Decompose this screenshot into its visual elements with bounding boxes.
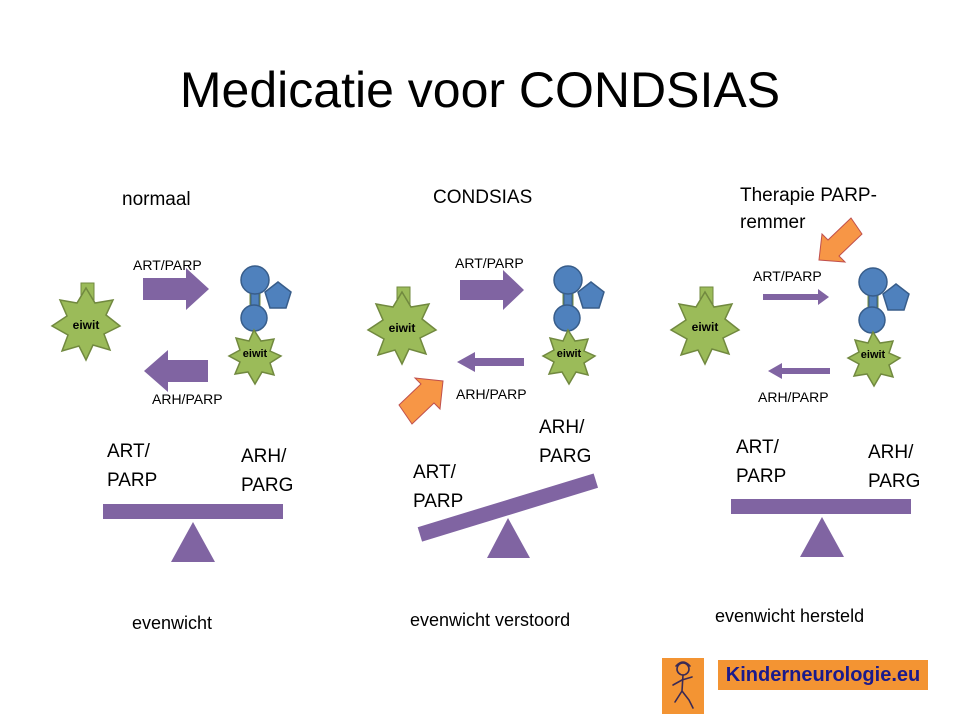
- protein-label-right: eiwit: [556, 348, 582, 360]
- balance-right-label: ARH/ PARG: [868, 438, 920, 496]
- balance-right-line-2: PARG: [539, 446, 592, 467]
- protein-right-star: [541, 328, 597, 386]
- molecule-icon: [858, 267, 910, 334]
- balance-right-line-1: ARH/: [241, 446, 287, 467]
- balance-left-line-2: PARP: [413, 491, 464, 512]
- balance-beam: [103, 504, 283, 519]
- protein-left-star: [669, 290, 741, 366]
- balance-beam: [417, 473, 599, 542]
- panel-2-diagram: [366, 265, 605, 558]
- balance-left-label: ART/ PARP: [736, 433, 786, 491]
- panel-2-caption: evenwicht verstoord: [410, 610, 571, 630]
- logo-icon-box: [662, 658, 704, 714]
- balance-left-line-1: ART/: [413, 462, 456, 483]
- balance-right-line-2: PARG: [868, 471, 921, 492]
- molecule-icon: [553, 265, 605, 332]
- art-parp-arrow: [763, 289, 829, 305]
- arh-parp-arrow: [144, 350, 208, 392]
- balance-right-label: ARH/ PARG: [539, 413, 591, 471]
- art-parp-arrow: [143, 268, 209, 310]
- protein-label-right: eiwit: [860, 349, 886, 361]
- arh-parp-arrow: [457, 352, 524, 372]
- balance-left-line-1: ART/: [736, 437, 779, 458]
- protein-left-star: [366, 290, 438, 366]
- panel-1-diagram: [50, 265, 292, 562]
- balance-right-line-1: ARH/: [539, 417, 585, 438]
- art-parp-label: ART/PARP: [133, 257, 202, 273]
- molecule-icon: [240, 265, 292, 332]
- balance-right-line-1: ARH/: [868, 442, 914, 463]
- protein-label-left: eiwit: [388, 321, 416, 335]
- inhibitor-arrow: [398, 377, 444, 425]
- slide-title: Medicatie voor CONDSIAS: [179, 62, 781, 118]
- panel-1-caption: evenwicht: [132, 613, 213, 633]
- balance-left-line-1: ART/: [107, 441, 150, 462]
- balance-fulcrum: [487, 518, 530, 558]
- art-parp-label: ART/PARP: [455, 255, 524, 271]
- logo-text: Kinderneurologie.eu: [718, 660, 928, 690]
- panel-3-diagram: [669, 217, 911, 557]
- arh-parp-label: ARH/PARP: [152, 391, 223, 407]
- panel-3-heading-line-1: Therapie PARP-: [740, 185, 877, 206]
- balance-right-line-2: PARG: [241, 475, 294, 496]
- arh-parp-arrow: [768, 363, 830, 379]
- child-figure-icon: [672, 661, 694, 709]
- panel-2-heading: CONDSIAS: [433, 187, 533, 208]
- balance-right-label: ARH/ PARG: [241, 442, 293, 500]
- balance-fulcrum: [171, 522, 215, 562]
- protein-right-star: [846, 330, 902, 388]
- protein-label-left: eiwit: [691, 320, 719, 334]
- balance-fulcrum: [800, 517, 844, 557]
- panel-3-heading: Therapie PARP- remmer: [740, 182, 877, 236]
- protein-label-left: eiwit: [72, 318, 100, 332]
- protein-label-right: eiwit: [242, 348, 268, 360]
- inhibitor-arrow: [818, 217, 863, 263]
- art-parp-label: ART/PARP: [753, 268, 822, 284]
- balance-left-line-2: PARP: [736, 466, 787, 487]
- balance-left-line-2: PARP: [107, 470, 158, 491]
- art-parp-arrow: [460, 270, 524, 310]
- arh-parp-label: ARH/PARP: [758, 389, 829, 405]
- balance-left-label: ART/ PARP: [413, 458, 463, 516]
- balance-beam: [731, 499, 911, 514]
- panel-3-caption: evenwicht hersteld: [715, 606, 865, 626]
- panel-3-heading-line-2: remmer: [740, 212, 806, 233]
- arh-parp-label: ARH/PARP: [456, 386, 527, 402]
- protein-right-star: [227, 328, 283, 386]
- protein-left-star: [50, 286, 122, 362]
- panel-1-heading: normaal: [122, 189, 191, 210]
- balance-left-label: ART/ PARP: [107, 437, 157, 495]
